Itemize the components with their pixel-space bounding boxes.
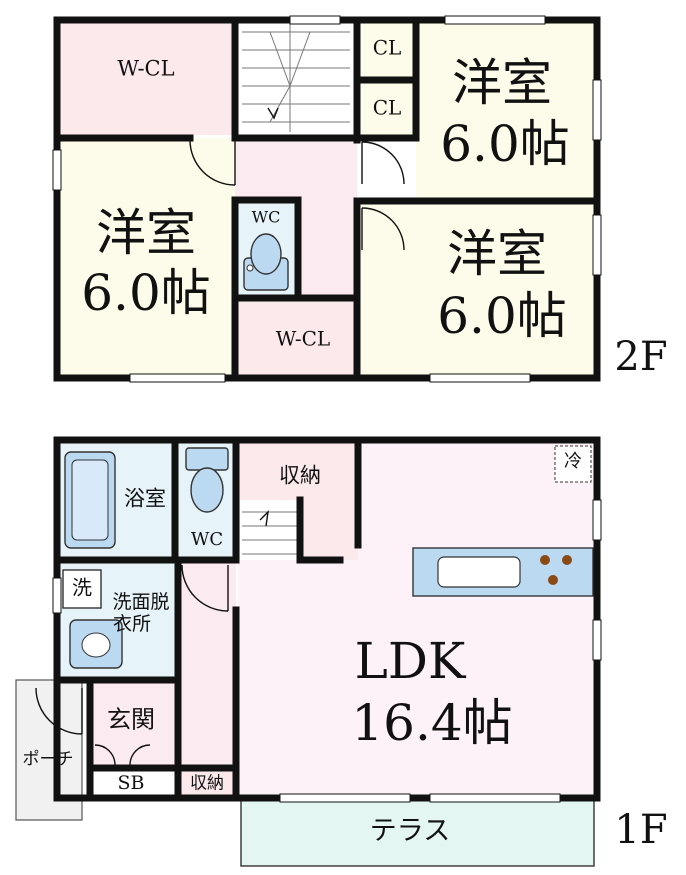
entrance-label: 玄関 xyxy=(107,706,155,734)
doors-2f xyxy=(189,139,405,251)
room-w xyxy=(57,138,235,378)
toilet-2f xyxy=(243,233,289,291)
storage-label: 収納 xyxy=(279,464,321,488)
room-w-size: 6.0帖 xyxy=(81,264,211,322)
bathtub xyxy=(64,451,116,549)
doors-1f xyxy=(35,564,229,766)
dressing-room-label-2: 衣所 xyxy=(113,613,151,635)
storage-small-area xyxy=(178,768,238,798)
floor-1: 浴室 WC 収納 冷 洗 洗面脱 衣所 LDK 16.4帖 玄関 ポーチ SB … xyxy=(15,436,668,867)
terrace-label: テラス xyxy=(370,816,450,847)
floor-2: W-CL CL CL 洋室 6.0帖 洋室 6.0帖 WC 洋室 6.0帖 W-… xyxy=(52,15,668,383)
porch-label: ポーチ xyxy=(23,750,74,770)
terrace-area xyxy=(240,797,595,867)
stove-burner-2 xyxy=(562,555,572,565)
dressing-room-label-1: 洗面脱 xyxy=(112,591,169,613)
wash-basin xyxy=(69,619,123,669)
ldk-size: 16.4帖 xyxy=(351,694,512,752)
wc-2f-label: WC xyxy=(252,208,281,227)
staircase-2f xyxy=(242,22,350,132)
closet-2 xyxy=(360,80,416,138)
washer-label: 洗 xyxy=(72,576,92,600)
washer-box xyxy=(62,569,102,609)
staircase-1f xyxy=(242,510,298,555)
closet-1 xyxy=(360,20,416,80)
wc-1f-label: WC xyxy=(191,529,223,550)
kitchen-counter xyxy=(412,547,594,597)
bathroom-label: 浴室 xyxy=(124,487,166,511)
windows-2f xyxy=(52,15,602,383)
stove-burner-1 xyxy=(540,555,550,565)
shoe-box-label: SB xyxy=(118,772,145,794)
stair-area-1f xyxy=(240,500,300,560)
room-ne-name: 洋室 xyxy=(452,54,552,112)
room-se-size: 6.0帖 xyxy=(437,287,567,345)
stair-area-2f xyxy=(235,20,355,135)
room-ne xyxy=(416,20,597,201)
closet-1-label: CL xyxy=(373,36,402,60)
fridge-label: 冷 xyxy=(564,451,582,472)
shoe-box-area xyxy=(90,768,178,798)
ldk-label: LDK xyxy=(355,632,467,690)
stove-burner-3 xyxy=(548,575,558,585)
windows-1f xyxy=(52,499,602,803)
room-ne-size: 6.0帖 xyxy=(440,115,570,173)
hall-1f xyxy=(178,560,236,770)
floor-1-label: 1F xyxy=(614,807,667,853)
room-se-name: 洋室 xyxy=(447,225,547,283)
room-w-name: 洋室 xyxy=(96,204,196,262)
toilet-1f xyxy=(185,447,229,513)
walk-in-closet-top xyxy=(57,20,235,135)
closet-2-label: CL xyxy=(373,96,402,120)
fridge-space xyxy=(554,445,592,483)
walk-in-closet-bottom xyxy=(238,300,355,378)
floor-2-label: 2F xyxy=(614,334,667,380)
room-se xyxy=(357,201,597,378)
walk-in-closet-bottom-label: W-CL xyxy=(276,327,330,351)
walk-in-closet-top-label: W-CL xyxy=(117,57,174,81)
storage-small-label: 収納 xyxy=(190,774,224,794)
